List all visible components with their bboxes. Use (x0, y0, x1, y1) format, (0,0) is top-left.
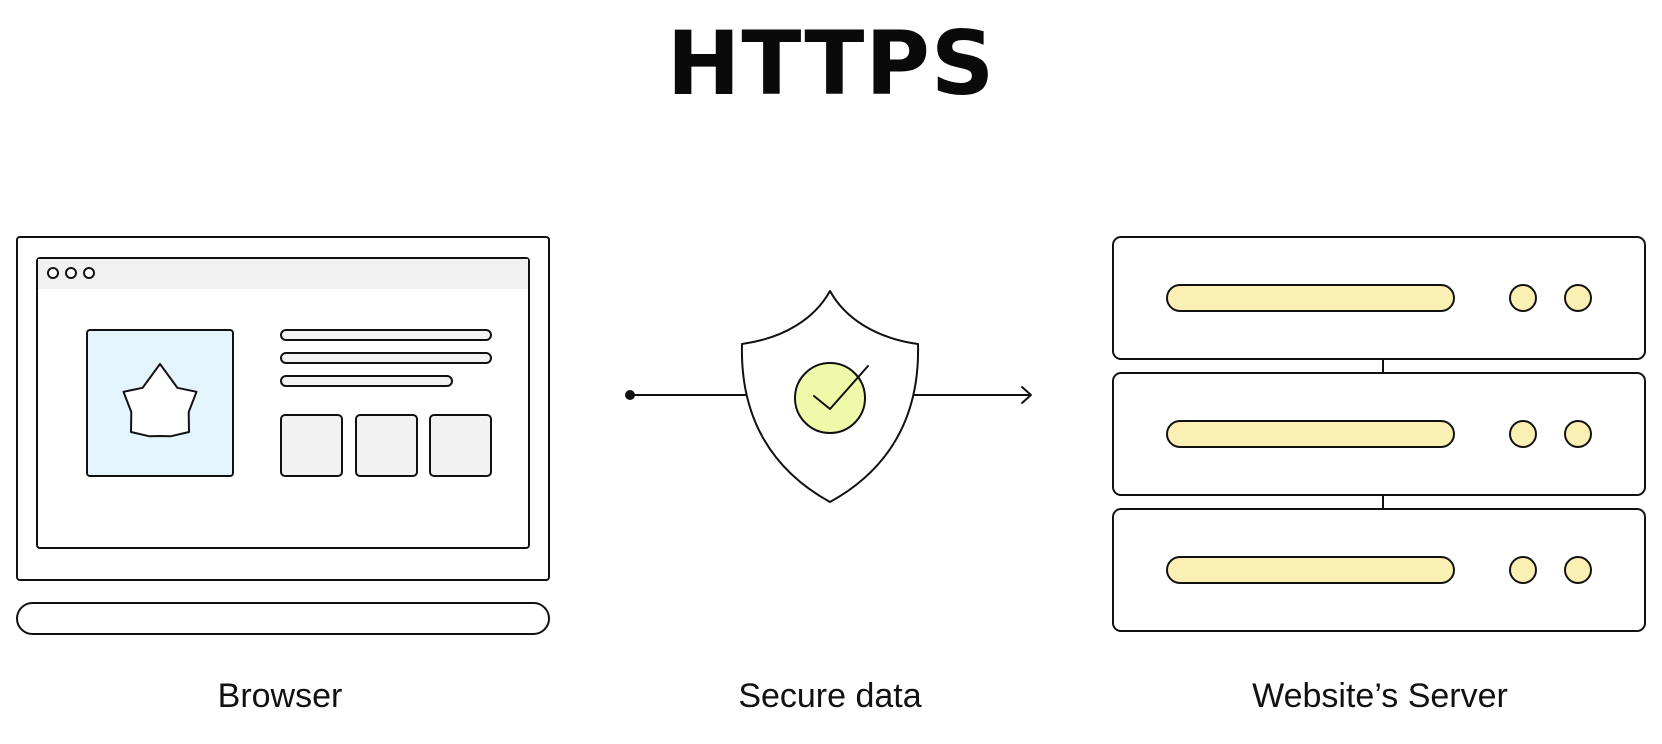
text-line-2 (280, 352, 492, 364)
browser-title-bar (38, 259, 528, 289)
server-led-2 (1564, 556, 1592, 584)
diagram-title: HTTPS (666, 12, 996, 115)
content-card-3 (429, 414, 492, 477)
browser-label: Browser (217, 677, 343, 715)
server-led-1 (1509, 556, 1537, 584)
browser-illustration (16, 236, 550, 635)
text-line-3 (280, 375, 453, 387)
checkmark-icon (813, 365, 869, 410)
content-card-1 (280, 414, 343, 477)
server-illustration (1112, 236, 1646, 632)
window-dot-1 (47, 267, 59, 279)
server-led-1 (1509, 284, 1537, 312)
server-label: Website’s Server (1252, 677, 1508, 715)
server-drive-slot (1166, 556, 1455, 584)
secure-data-illustration (625, 290, 1032, 503)
secure-data-label: Secure data (738, 677, 922, 715)
check-badge (794, 362, 866, 434)
content-card-2 (355, 414, 418, 477)
server-led-2 (1564, 284, 1592, 312)
server-drive-slot (1166, 284, 1455, 312)
window-dot-2 (65, 267, 77, 279)
star-icon (122, 363, 198, 438)
server-led-1 (1509, 420, 1537, 448)
server-unit-1 (1112, 236, 1646, 360)
server-unit-3 (1112, 508, 1646, 632)
server-drive-slot (1166, 420, 1455, 448)
text-line-1 (280, 329, 492, 341)
server-unit-2 (1112, 372, 1646, 496)
arrow-right-icon (1021, 386, 1032, 404)
server-led-2 (1564, 420, 1592, 448)
laptop-base (16, 602, 550, 635)
window-dot-3 (83, 267, 95, 279)
